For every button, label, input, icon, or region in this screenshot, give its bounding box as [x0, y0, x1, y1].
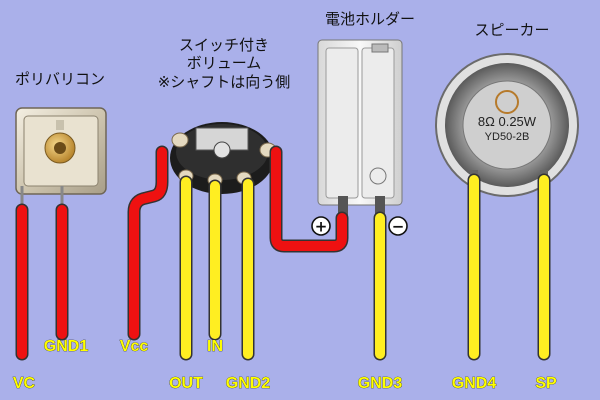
pin-label-gnd1: GND1	[44, 338, 89, 355]
pin-label-gnd4: GND4	[452, 375, 497, 392]
volume-body	[170, 122, 277, 194]
varicon-body	[15, 107, 107, 195]
battery-holder	[317, 39, 403, 218]
pin-label-out: OUT	[169, 375, 203, 392]
pin-label-vc: VC	[13, 375, 36, 392]
svg-text:−: −	[392, 218, 405, 236]
svg-text:+: +	[315, 218, 328, 236]
speaker-model-text: YD50-2B	[485, 131, 530, 143]
label-speaker: スピーカー	[474, 21, 549, 39]
speaker-spec-text: 8Ω 0.25W	[478, 114, 537, 129]
wire-vcc	[127, 145, 169, 341]
label-varicon: ポリバリコン	[15, 70, 105, 88]
pin-label-vcc: Vcc	[120, 338, 149, 355]
wires	[15, 145, 551, 361]
pin-label-gnd2: GND2	[226, 375, 271, 392]
pin-label-in: IN	[207, 338, 223, 355]
pin-label-sp: SP	[535, 375, 557, 392]
polarity-plus: +	[311, 216, 331, 236]
label-volume-note: ※シャフトは向う側	[158, 73, 291, 91]
speaker-body: 8Ω 0.25W YD50-2B	[435, 53, 579, 197]
label-volume-line2: ボリューム	[187, 54, 262, 72]
label-volume-line1: スイッチ付き	[179, 36, 269, 54]
label-battery: 電池ホルダー	[325, 10, 415, 28]
polarity-minus: −	[388, 216, 408, 236]
wire-switch-battery	[269, 145, 349, 253]
pin-label-gnd3: GND3	[358, 375, 403, 392]
